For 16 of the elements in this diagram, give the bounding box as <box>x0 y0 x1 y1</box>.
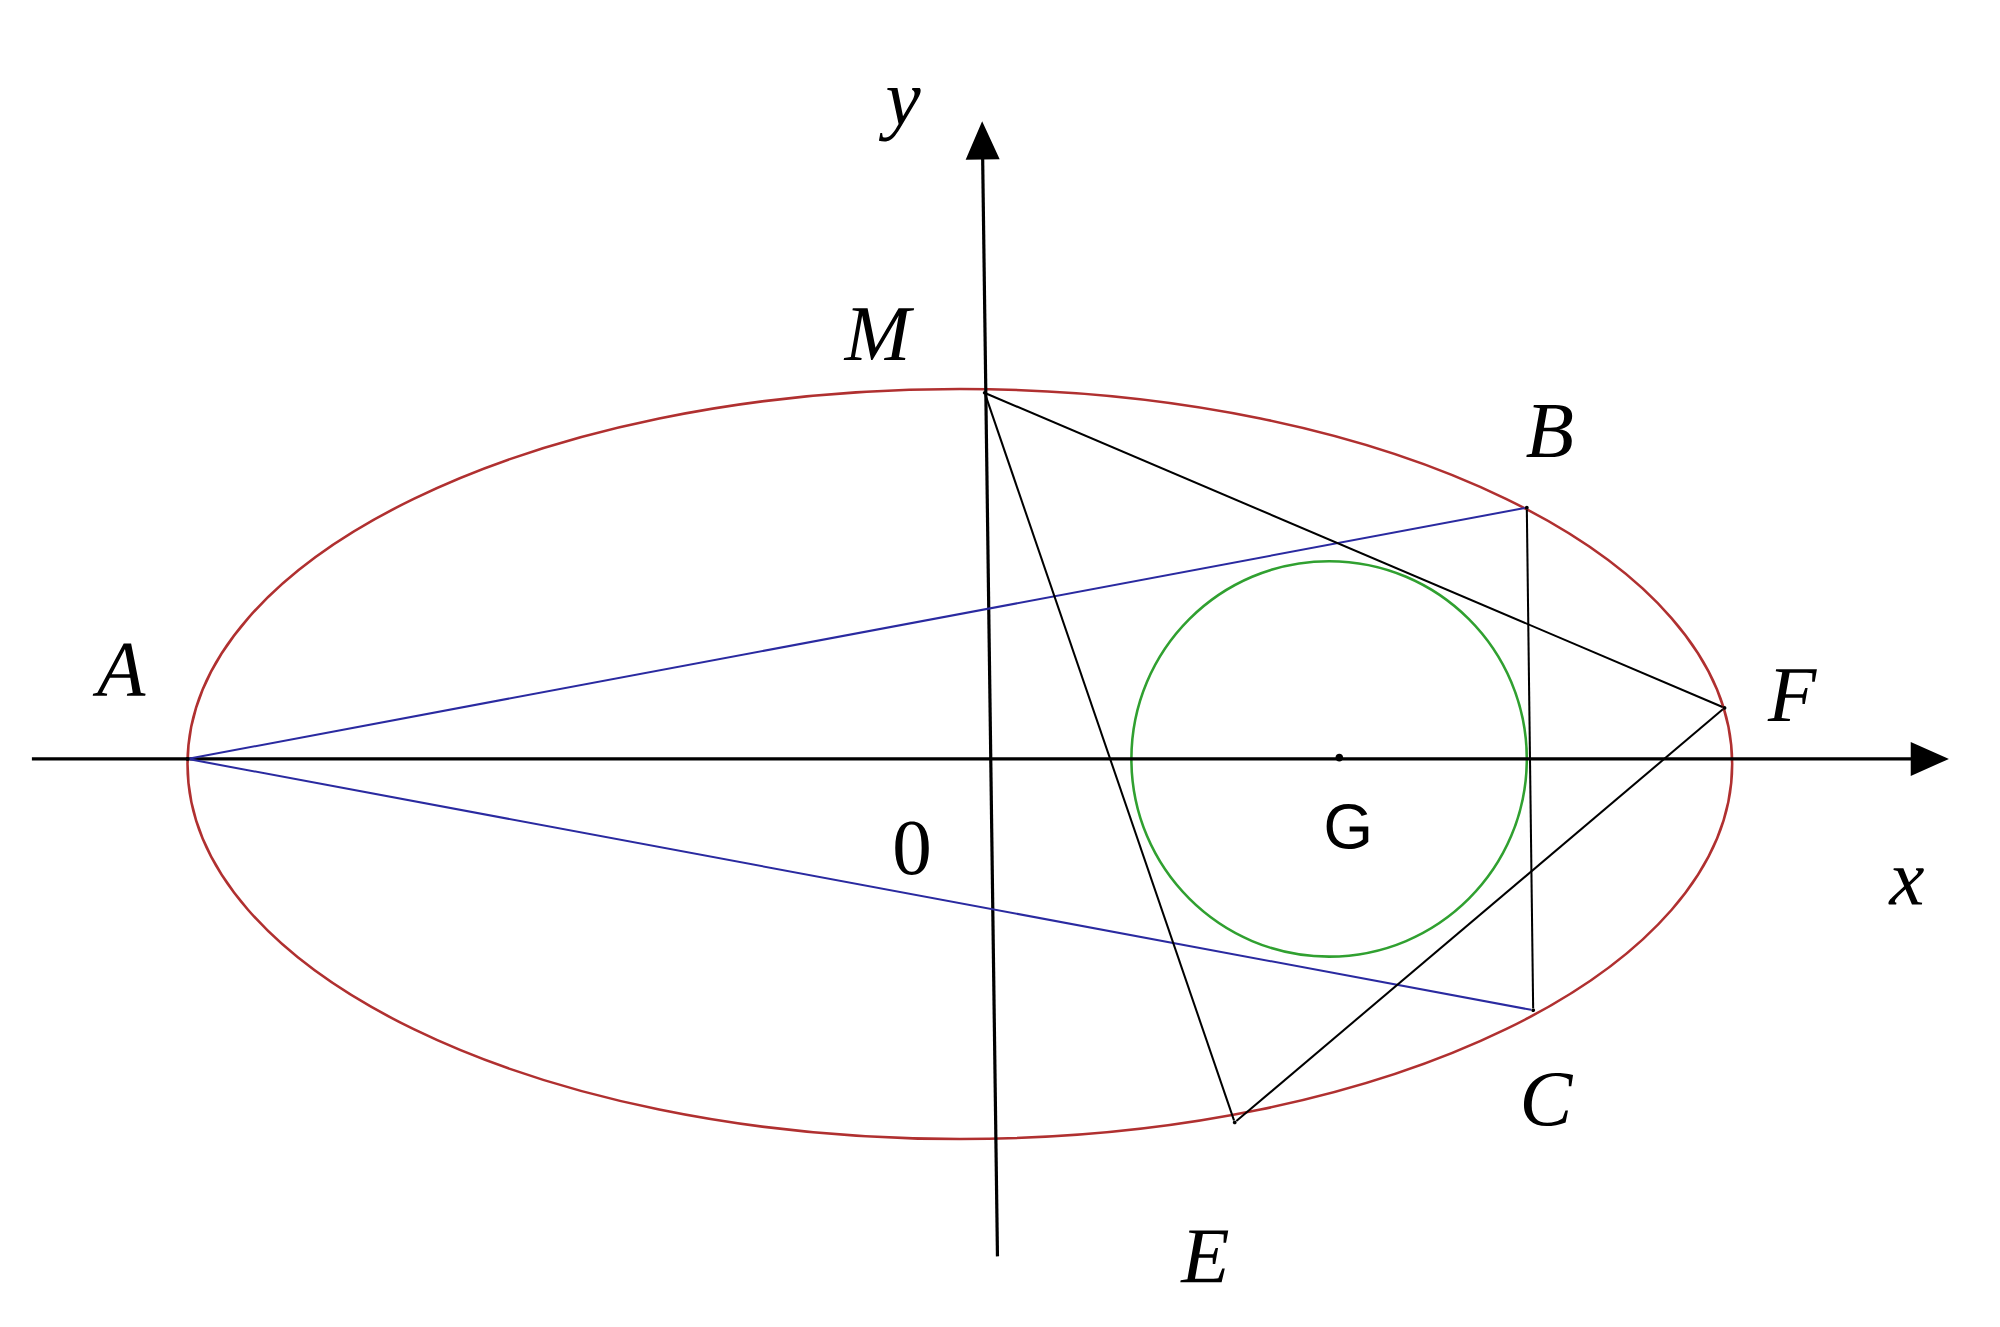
point-label: E <box>1180 1230 1229 1283</box>
point-label: F <box>1767 669 1817 722</box>
axis-label: x <box>1888 868 1924 905</box>
point-label: C <box>1523 1073 1574 1127</box>
point-label: B <box>1526 405 1573 458</box>
line-segment <box>1525 510 1535 1009</box>
line-segment <box>984 394 1235 1121</box>
line-segment <box>189 507 1525 760</box>
point-label: M <box>843 308 915 361</box>
axis-label: 0 <box>895 821 929 876</box>
line-segment <box>1235 708 1724 1123</box>
line-segment <box>189 758 1532 1012</box>
axis-label: G <box>1326 804 1369 850</box>
line-segment <box>986 393 1723 709</box>
point-label: A <box>92 643 146 696</box>
axis-label: y <box>878 88 921 142</box>
